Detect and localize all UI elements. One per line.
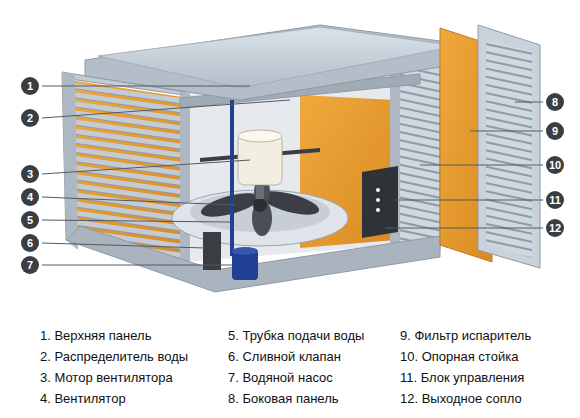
art-shape — [230, 100, 234, 256]
art-shape — [376, 198, 380, 202]
art-shape — [395, 200, 543, 201]
art-shape — [180, 92, 190, 265]
art-shape — [42, 197, 235, 205]
part-list-item: 4. Вентилятор — [40, 391, 126, 407]
art-shape — [238, 130, 282, 142]
callout-number: 8 — [546, 93, 564, 111]
art-shape — [486, 38, 532, 258]
art-shape — [376, 208, 380, 212]
art-shape — [62, 72, 78, 250]
control-box — [362, 166, 398, 238]
callout-number: 7 — [21, 256, 39, 274]
art-shape — [42, 160, 250, 174]
art-shape — [42, 220, 230, 222]
motor — [200, 130, 320, 199]
callout-number: 1 — [21, 77, 39, 95]
fan — [172, 178, 348, 246]
callout-number: 12 — [546, 219, 564, 237]
art-shape — [256, 185, 264, 199]
art-shape — [385, 228, 543, 229]
part-list-item: 5. Трубка подачи воды — [228, 328, 364, 344]
art-shape — [42, 243, 205, 248]
callout-number: 11 — [546, 191, 564, 209]
part-list-item: 11. Блок управления — [400, 370, 524, 386]
art-shape — [515, 102, 543, 103]
part-list-item: 12. Выходное сопло — [400, 391, 522, 407]
art-shape — [42, 86, 250, 87]
callout-number: 4 — [21, 188, 39, 206]
leader-lines — [42, 86, 543, 265]
callout-number: 9 — [546, 122, 564, 140]
part-list-item: 9. Фильтр испаритель — [400, 328, 531, 344]
art-shape — [362, 166, 398, 238]
art-shape — [85, 25, 470, 100]
art-shape — [203, 232, 221, 270]
lid — [85, 25, 470, 100]
part-list-item: 2. Распределитель воды — [40, 349, 188, 365]
art-shape — [253, 198, 267, 212]
part-list-item: 6. Сливной клапан — [228, 349, 341, 365]
callout-number: 3 — [21, 165, 39, 183]
callout-number: 10 — [546, 156, 564, 174]
art-shape — [420, 165, 543, 166]
exploded-panels — [440, 25, 540, 268]
art-shape — [42, 265, 233, 266]
art-shape — [478, 25, 540, 268]
part-list-item: 1. Верхняя панель — [40, 328, 151, 344]
art-shape — [232, 247, 258, 255]
callout-number: 5 — [21, 211, 39, 229]
art-shape — [470, 131, 543, 132]
part-list-item: 3. Мотор вентилятора — [40, 370, 173, 386]
part-list-item: 10. Опорная стойка — [400, 349, 518, 365]
art-shape — [42, 100, 290, 118]
art-shape — [376, 188, 380, 192]
part-list-item: 8. Боковая панель — [228, 391, 339, 407]
callout-number: 6 — [21, 234, 39, 252]
art-shape — [98, 27, 458, 88]
part-list-item: 7. Водяной насос — [228, 370, 333, 386]
callout-number: 2 — [21, 109, 39, 127]
